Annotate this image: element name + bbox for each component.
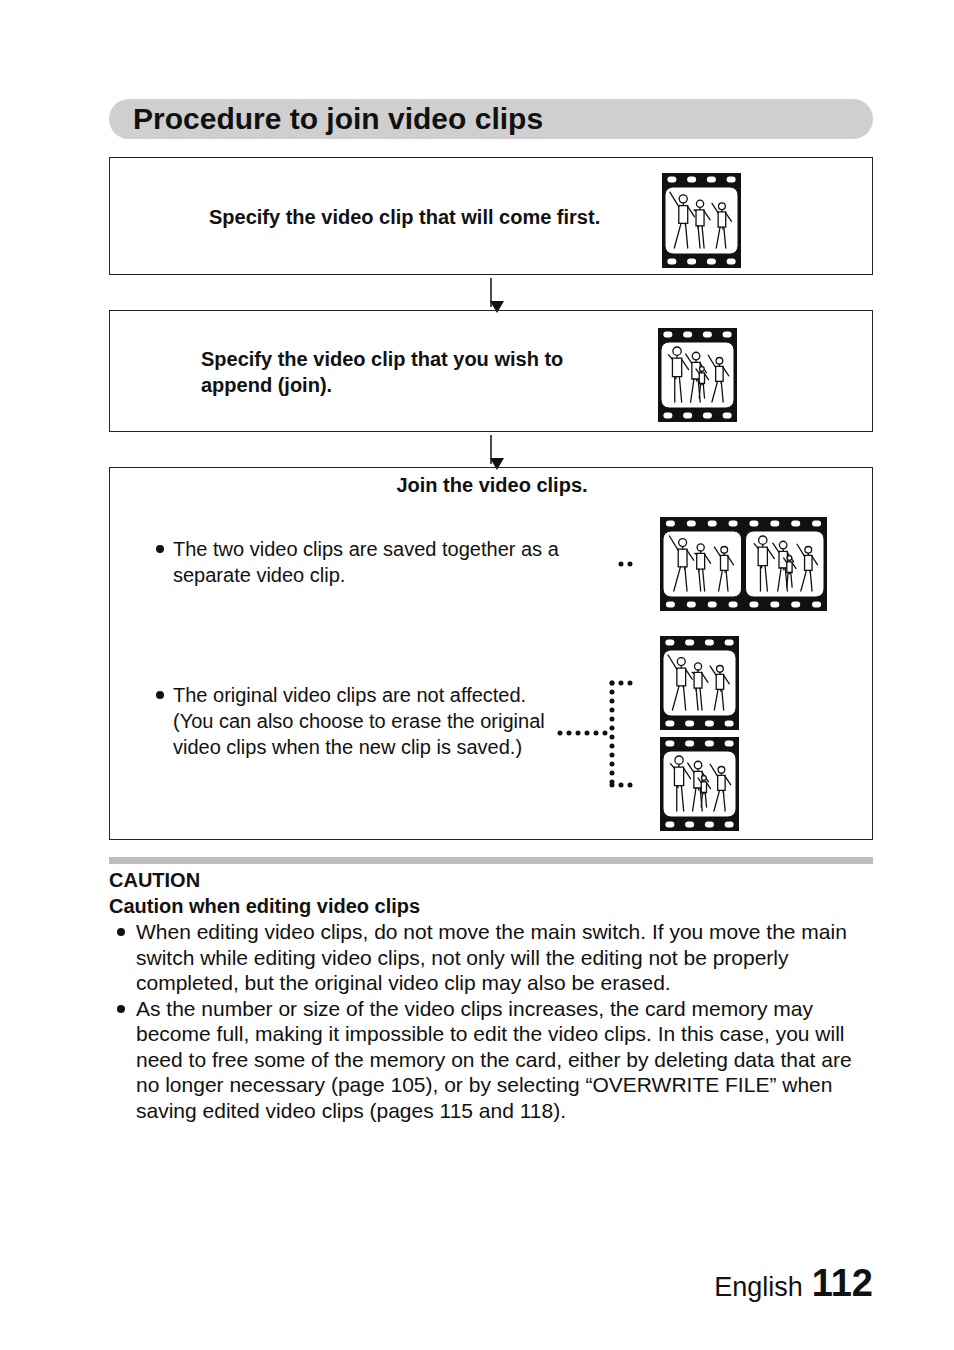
caution-rule xyxy=(109,857,873,864)
film-strip xyxy=(658,328,737,422)
caution-note: As the number or size of the video clips… xyxy=(109,996,873,1124)
dancer-figure xyxy=(784,556,797,587)
dot-leader xyxy=(621,562,633,567)
dancer-figure xyxy=(692,663,708,710)
dancer-figure xyxy=(698,776,711,807)
dancer-figure xyxy=(797,544,818,591)
step-text: Specify the video clip that will come fi… xyxy=(209,204,661,230)
dancer-figure xyxy=(668,655,692,710)
bullet-note: The two video clips are saved together a… xyxy=(155,536,605,588)
caution-subheading: Caution when editing video clips xyxy=(109,894,873,920)
flow-arrow xyxy=(490,435,492,464)
caution-section: CAUTIONCaution when editing video clipsW… xyxy=(109,868,873,1123)
dancer-figure xyxy=(688,761,709,811)
dancer-figure xyxy=(696,367,709,398)
film-strip xyxy=(660,517,827,611)
page-footer: English 112 xyxy=(714,1262,873,1305)
dancer-figure xyxy=(670,756,690,811)
dancer-figure xyxy=(670,192,695,248)
step-box: Specify the video clip that will come fi… xyxy=(109,157,873,275)
caution-heading: CAUTION xyxy=(109,868,873,894)
dancer-figure xyxy=(686,352,707,402)
dancer-figure xyxy=(668,347,688,402)
dancer-figure xyxy=(669,536,693,591)
dancer-figure xyxy=(712,203,731,248)
dancer-figure xyxy=(694,200,710,248)
language-label: English xyxy=(714,1272,803,1303)
film-strips xyxy=(658,173,827,831)
result-box: Join the video clips. The two video clips… xyxy=(109,467,873,840)
dancer-figure xyxy=(710,764,731,811)
step-text: Specify the video clip that you wish to … xyxy=(201,346,631,398)
step-box: Specify the video clip that you wish to … xyxy=(109,310,873,432)
dancer-figure xyxy=(710,665,729,710)
dancer-figure xyxy=(695,544,711,591)
dot-bracket xyxy=(612,783,639,788)
dancer-figure xyxy=(714,546,733,591)
step-text: Join the video clips. xyxy=(110,472,874,498)
dancer-figure xyxy=(754,536,774,591)
bullet-note: The original video clips are not affecte… xyxy=(155,682,553,760)
dot-bracket xyxy=(610,683,615,785)
dot-bracket xyxy=(612,681,639,686)
film-strip xyxy=(660,636,739,730)
page-number: 112 xyxy=(812,1262,873,1305)
dancer-figure xyxy=(708,355,729,402)
dotted-leaders xyxy=(560,564,639,785)
caution-note: When editing video clips, do not move th… xyxy=(109,919,873,996)
title-band xyxy=(109,99,873,139)
film-strip xyxy=(662,173,741,268)
page-title: Procedure to join video clips xyxy=(133,99,543,139)
dot-bracket xyxy=(560,731,612,736)
flow-arrow xyxy=(490,278,492,307)
film-strip xyxy=(660,737,739,831)
dancer-figure xyxy=(773,541,794,591)
